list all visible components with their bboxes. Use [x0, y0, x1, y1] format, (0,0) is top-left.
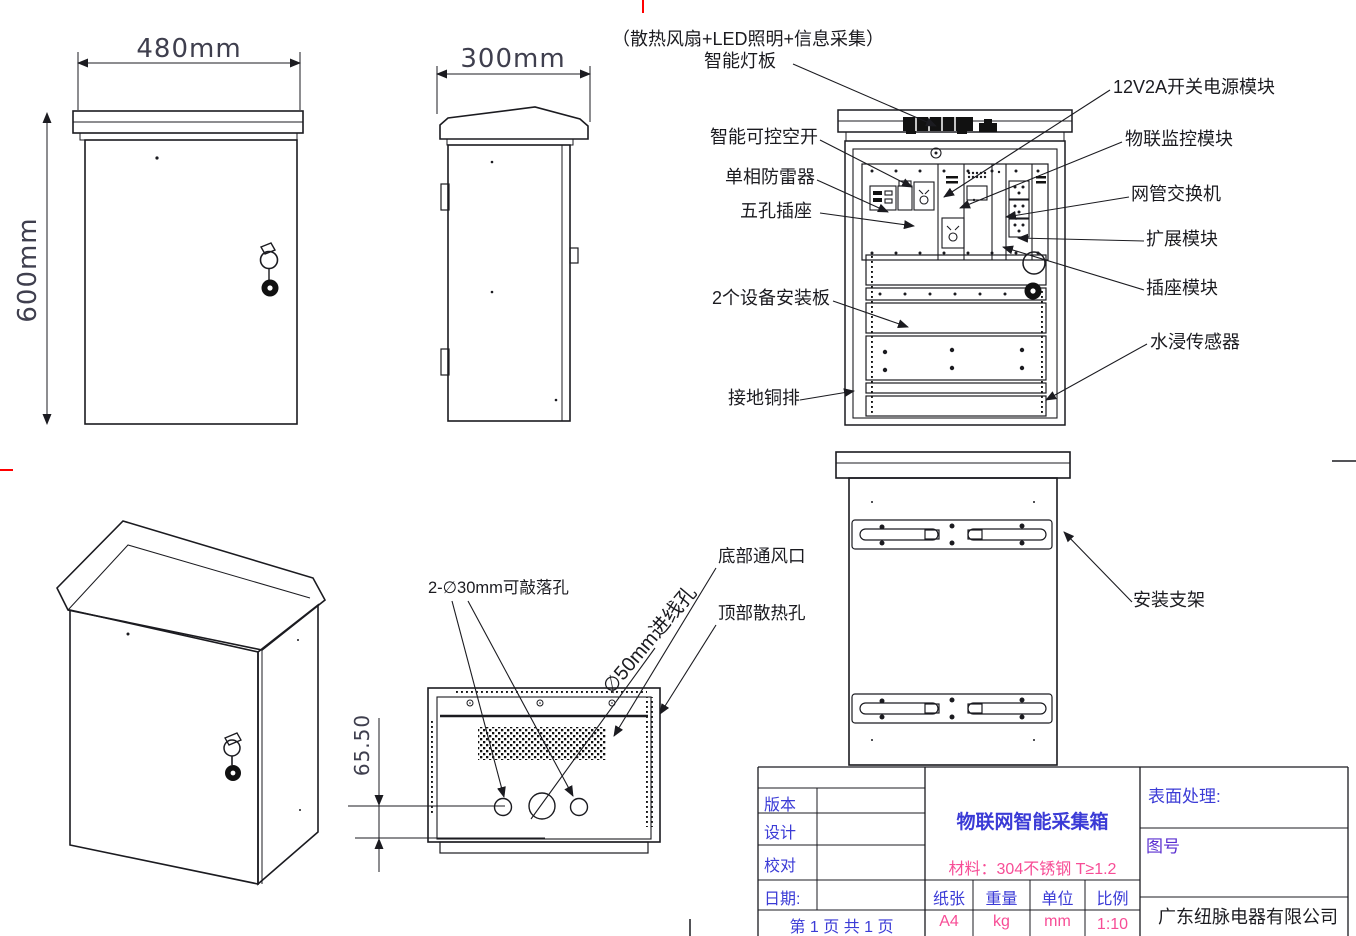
bottom-vent-perforation [478, 727, 606, 760]
callout-five-hole-socket: 五孔插座 [740, 201, 812, 221]
side-depth-dimension: 300mm [460, 44, 566, 74]
titleblock-unit-value: mm [1044, 913, 1071, 930]
front-view-drawing [42, 52, 304, 425]
front-width-dimension: 480mm [136, 34, 242, 64]
door-lock [1022, 251, 1046, 300]
cable-inlet-hole [528, 792, 556, 820]
lamp-board-label: 智能灯板 [704, 51, 776, 71]
bottom-view-dimension [348, 718, 545, 872]
bottom-view-drawing [348, 567, 717, 872]
titleblock-date-label: 日期: [764, 891, 801, 908]
titleblock-pages: 第 1 页 共 1 页 [789, 919, 894, 936]
knockout-hole-left [493, 797, 513, 817]
mounting-plates [865, 254, 1047, 417]
vertical-modules [937, 164, 1046, 260]
isometric-view-drawing [56, 520, 327, 886]
lamp-board-note: （散热风扇+LED照明+信息采集） [611, 29, 885, 49]
din-rail-devices [869, 180, 935, 211]
titleblock-scale-value: 1:10 [1096, 916, 1129, 933]
callout-mounting-plates: 2个设备安装板 [711, 288, 830, 308]
callout-surge-protector: 单相防雷器 [725, 167, 815, 187]
mounting-bracket-top [851, 519, 1053, 550]
callout-smart-breaker: 智能可控空开 [710, 127, 818, 147]
side-view-drawing [436, 66, 591, 422]
callout-expansion-module: 扩展模块 [1146, 229, 1218, 249]
titleblock-check-label: 校对 [764, 858, 797, 875]
bottom-view-leaders [451, 567, 717, 820]
callout-mounting-bracket: 安装支架 [1133, 590, 1205, 610]
callout-ground-busbar: 接地铜排 [728, 388, 800, 408]
callout-knockout-holes: 2-∅30mm可敲落孔 [428, 579, 569, 597]
title-block-grid [757, 766, 1349, 936]
titleblock-drawing-number: 图号 [1146, 837, 1180, 856]
callout-bottom-vent: 底部通风口 [718, 546, 806, 566]
callout-top-heat-holes: 顶部散热孔 [718, 603, 806, 623]
callout-iot-monitor-module: 物联监控模块 [1125, 129, 1233, 149]
titleblock-design-label: 设计 [764, 825, 797, 842]
titleblock-surface-treatment: 表面处理: [1148, 787, 1221, 806]
callout-water-sensor: 水浸传感器 [1150, 332, 1240, 352]
titleblock-weight-header: 重量 [985, 891, 1018, 908]
titleblock-paper-header: 纸张 [932, 891, 965, 908]
titleblock-scale-header: 比例 [1096, 891, 1129, 908]
bottom-height-dimension: 65.50 [350, 713, 374, 777]
front-height-dimension: 600mm [13, 217, 43, 323]
rear-view-drawing [835, 451, 1133, 766]
callout-socket-module: 插座模块 [1146, 278, 1218, 298]
callout-power-module: 12V2A开关电源模块 [1113, 77, 1276, 97]
titleblock-unit-header: 单位 [1041, 891, 1074, 908]
titleblock-company-name: 广东纽脉电器有限公司 [1158, 907, 1338, 927]
mounting-bracket-bottom [851, 693, 1053, 724]
callout-leaders [792, 63, 1148, 401]
knockout-hole-right [569, 797, 589, 817]
titleblock-product-title: 物联网智能采集箱 [956, 812, 1109, 833]
internal-view-drawing [792, 63, 1148, 426]
titleblock-paper-value: A4 [939, 913, 959, 930]
titleblock-version-label: 版本 [764, 797, 797, 814]
titleblock-weight-value: kg [993, 913, 1010, 930]
callout-network-switch: 网管交换机 [1131, 184, 1221, 204]
titleblock-material: 材料：304不锈钢 T≥1.2 [948, 861, 1117, 878]
